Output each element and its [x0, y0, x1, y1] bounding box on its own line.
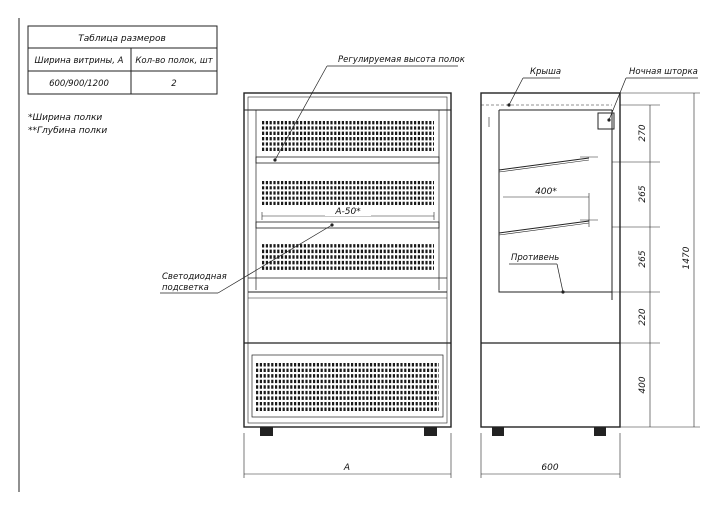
front-foot-right: [424, 427, 437, 436]
side-view: 400* 600 270 265 265 220 400 1470: [480, 92, 700, 478]
table-cell-width: 600/900/1200: [49, 79, 109, 89]
height-dimension-400: 400: [638, 376, 648, 393]
size-table: Таблица размеров Ширина витрины, А Кол-в…: [27, 25, 218, 95]
footnote-shelf-depth: **Глубина полки: [28, 126, 107, 136]
label-roof: Крыша: [530, 67, 561, 77]
leader-tray: Противень: [509, 253, 565, 294]
shelf-width-dimension: A-50*: [334, 207, 361, 217]
table-header-width: Ширина витрины, А: [35, 56, 124, 66]
front-foot-left: [260, 427, 273, 436]
label-night-curtain: Ночная шторка: [629, 67, 698, 77]
leader-shelf-height: Регулируемая высота полок: [273, 55, 466, 162]
leader-night-curtain: Ночная шторка: [607, 67, 698, 122]
front-view: A-50* A: [243, 92, 452, 478]
table-header-shelves: Кол-во полок, шт: [135, 56, 213, 66]
footnote-shelf-width: *Ширина полки: [28, 113, 102, 123]
depth-dimension: 600: [541, 463, 558, 473]
height-dimension-220: 220: [638, 308, 648, 325]
leader-led-lighting: Светодиодная подсветка: [160, 223, 334, 294]
label-tray: Противень: [511, 253, 559, 263]
height-dimension-265-lower: 265: [638, 250, 648, 267]
table-title: Таблица размеров: [78, 34, 166, 44]
width-dimension: A: [343, 463, 350, 473]
grille-upper: [262, 121, 434, 151]
label-led-line1: Светодиодная: [162, 272, 227, 282]
height-dimension-270: 270: [638, 124, 648, 141]
total-height-dimension: 1470: [682, 246, 692, 269]
label-shelf-height: Регулируемая высота полок: [338, 55, 466, 65]
grille-lower: [262, 244, 434, 270]
grille-base: [256, 363, 439, 411]
leader-roof: Крыша: [507, 67, 561, 107]
height-dimension-265-upper: 265: [638, 185, 648, 202]
side-foot-right: [594, 427, 606, 436]
shelf-depth-dimension: 400*: [535, 187, 557, 197]
label-led-line2: подсветка: [162, 283, 209, 293]
table-cell-shelves: 2: [171, 79, 176, 89]
side-foot-left: [492, 427, 504, 436]
grille-middle: [262, 180, 434, 206]
